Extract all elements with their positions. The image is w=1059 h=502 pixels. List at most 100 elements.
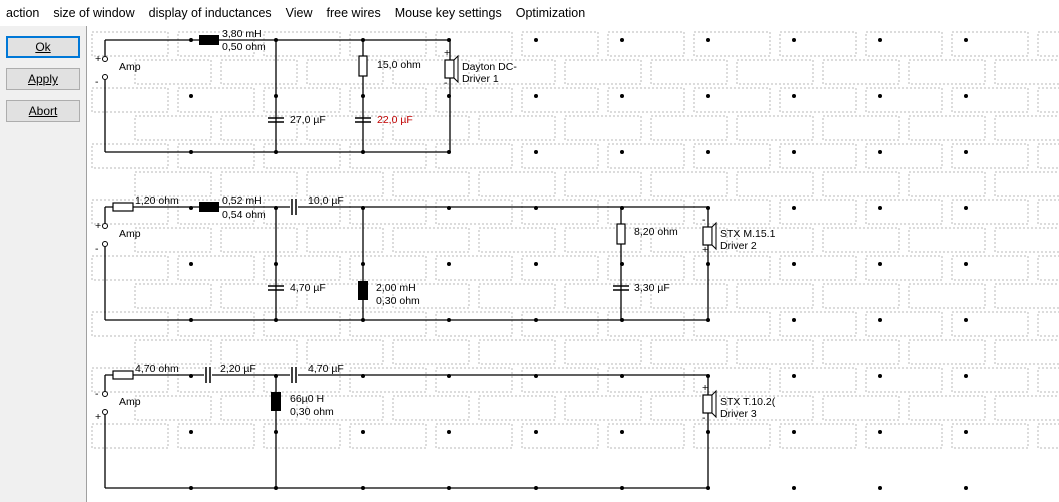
grid-cell	[306, 283, 384, 309]
grid-node	[534, 430, 538, 434]
driver-name: Dayton DC-	[462, 61, 517, 73]
grid-cell	[564, 395, 642, 421]
grid-node	[792, 94, 796, 98]
capacitor-gap	[204, 367, 212, 383]
grid-cell	[994, 395, 1059, 421]
grid-node	[964, 262, 968, 266]
component-label: 4,70 ohm	[135, 363, 179, 375]
menu-mouse-key-settings[interactable]: Mouse key settings	[394, 6, 502, 20]
polarity-sign: +	[702, 244, 708, 256]
grid-cell	[349, 311, 427, 337]
grid-cell	[693, 423, 771, 449]
grid-cell	[263, 31, 341, 57]
grid-node	[792, 430, 796, 434]
component-label: 2,20 µF	[220, 363, 256, 375]
grid-cell	[263, 199, 341, 225]
grid-node	[964, 38, 968, 42]
grid-cell	[478, 395, 556, 421]
menu-display-of-inductances[interactable]: display of inductances	[148, 6, 272, 20]
capacitor-component	[268, 285, 284, 291]
grid-cell	[951, 311, 1029, 337]
menu-view[interactable]: View	[285, 6, 313, 20]
side-panel: Ok Apply Abort	[0, 26, 87, 502]
driver-speaker-cone	[453, 54, 459, 84]
grid-cell	[478, 171, 556, 197]
grid-cell	[908, 339, 986, 365]
grid-cell	[736, 227, 814, 253]
grid-cell	[693, 143, 771, 169]
grid-cell	[1037, 367, 1059, 393]
grid-cell	[91, 423, 169, 449]
grid-cell	[349, 87, 427, 113]
grid-node	[706, 38, 710, 42]
grid-cell	[951, 255, 1029, 281]
abort-button[interactable]: Abort	[6, 100, 80, 122]
grid-cell	[693, 199, 771, 225]
component-label: 8,20 ohm	[634, 226, 678, 238]
grid-cell	[564, 283, 642, 309]
grid-cell	[779, 255, 857, 281]
ok-button[interactable]: Ok	[6, 36, 80, 58]
grid-cell	[521, 143, 599, 169]
grid-cell	[693, 367, 771, 393]
grid-cell	[349, 255, 427, 281]
grid-cell	[134, 283, 212, 309]
grid-cell	[478, 339, 556, 365]
menu-free-wires[interactable]: free wires	[326, 6, 381, 20]
grid-cell	[220, 227, 298, 253]
grid-cell	[478, 227, 556, 253]
grid-cell	[263, 423, 341, 449]
driver-speaker	[702, 394, 713, 414]
menu-size-of-window[interactable]: size of window	[53, 6, 135, 20]
grid-cell	[1037, 423, 1059, 449]
grid-cell	[177, 423, 255, 449]
grid-cell	[908, 59, 986, 85]
grid-cell	[435, 199, 513, 225]
grid-cell	[736, 339, 814, 365]
grid-cell	[435, 367, 513, 393]
grid-node	[878, 206, 882, 210]
grid-cell	[779, 423, 857, 449]
capacitor-component	[268, 117, 284, 123]
grid-node	[878, 262, 882, 266]
grid-cell	[822, 115, 900, 141]
driver-name: STX T.10.2(	[720, 396, 776, 408]
grid-cell	[779, 31, 857, 57]
grid-cell	[951, 87, 1029, 113]
grid-cell	[349, 31, 427, 57]
grid-cell	[650, 59, 728, 85]
component-label: 0,54 ohm	[222, 209, 266, 221]
grid-cell	[607, 255, 685, 281]
grid-cell	[779, 199, 857, 225]
grid-cell	[521, 423, 599, 449]
grid-cell	[392, 395, 470, 421]
grid-cell	[521, 87, 599, 113]
polarity-sign: -	[95, 388, 99, 400]
grid-cell	[693, 255, 771, 281]
grid-cell	[822, 171, 900, 197]
driver-speaker-cone	[711, 389, 717, 419]
grid-cell	[349, 423, 427, 449]
driver-label: Driver 2	[720, 240, 757, 252]
grid-node	[878, 94, 882, 98]
inductor-component	[199, 35, 219, 45]
grid-cell	[865, 87, 943, 113]
grid-cell	[521, 255, 599, 281]
component-label: 0,30 ohm	[290, 406, 334, 418]
component-label: 0,30 ohm	[376, 295, 420, 307]
grid-cell	[220, 59, 298, 85]
resistor-component	[358, 55, 368, 77]
grid-cell	[908, 171, 986, 197]
menu-optimization[interactable]: Optimization	[515, 6, 586, 20]
component-label: 66µ0 H	[290, 393, 324, 405]
grid-node	[534, 150, 538, 154]
grid-node	[878, 374, 882, 378]
apply-button[interactable]: Apply	[6, 68, 80, 90]
driver-name: STX M.15.1	[720, 228, 776, 240]
grid-node	[792, 374, 796, 378]
grid-node	[792, 262, 796, 266]
menu-action[interactable]: action	[6, 6, 40, 20]
grid-cell	[1037, 87, 1059, 113]
grid-cell	[306, 59, 384, 85]
